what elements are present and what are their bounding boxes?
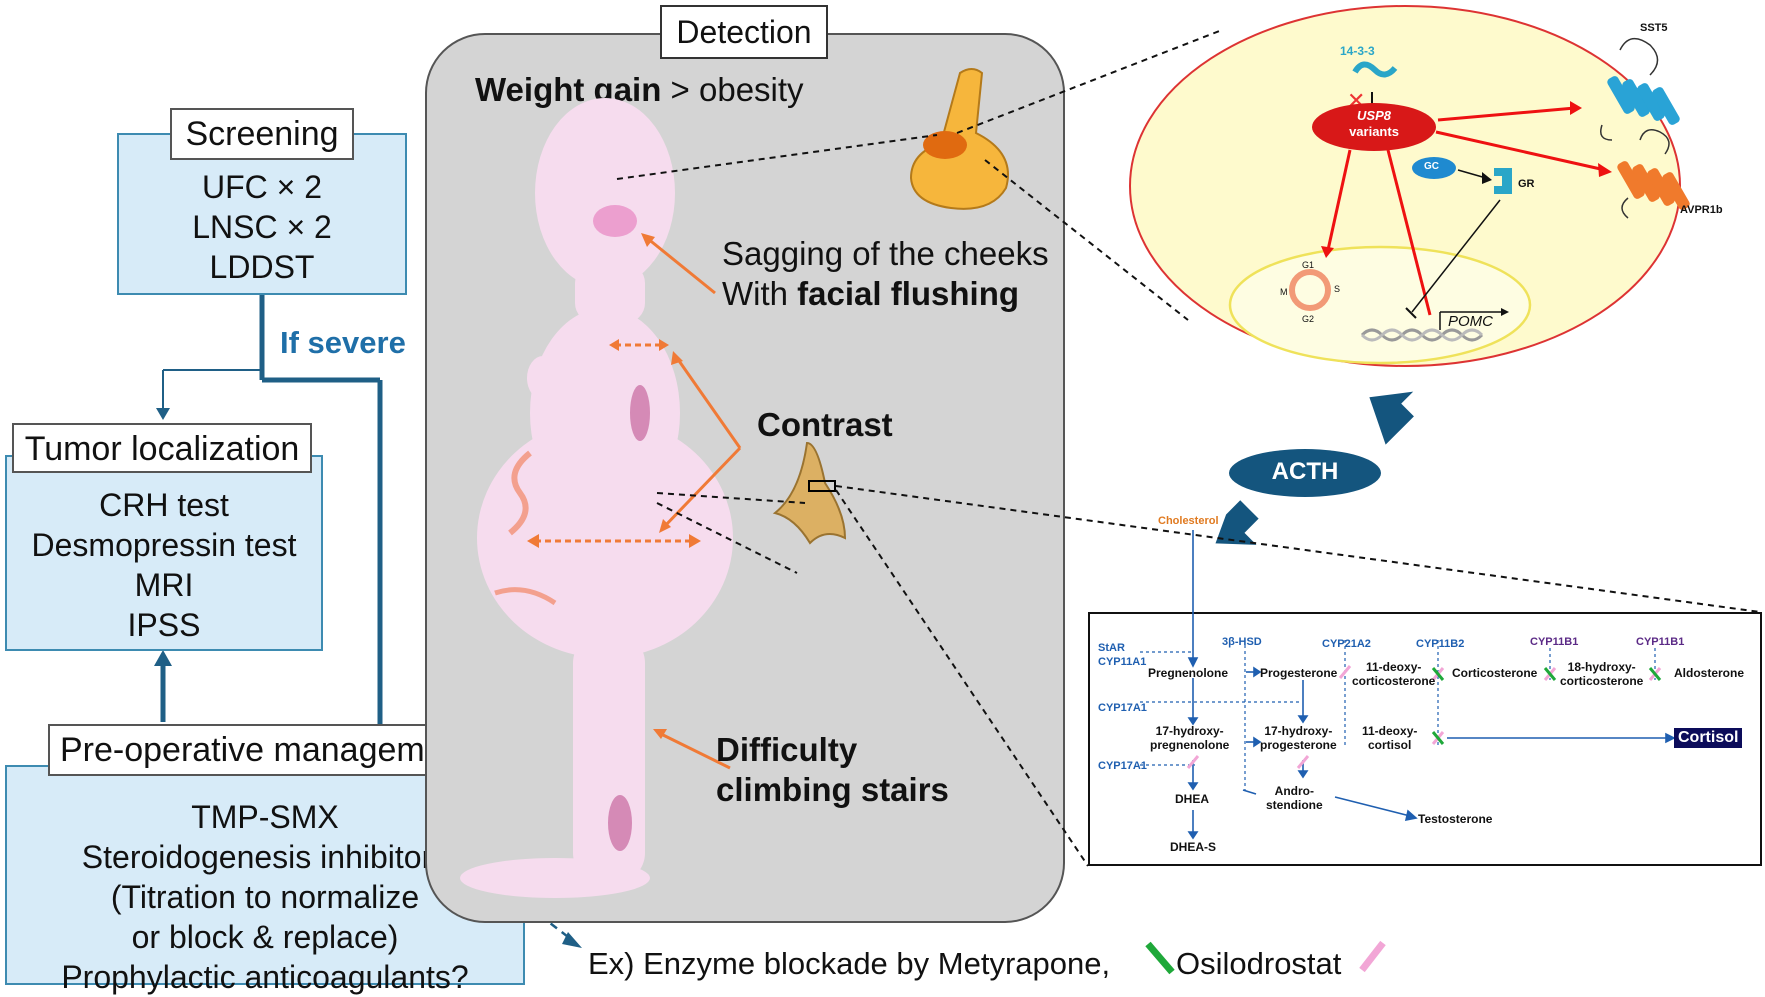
tumor-localization-panel: CRH test Desmopressin test MRI IPSS xyxy=(5,455,323,651)
hydroxyprogesterone-line1: 17-hydroxy- xyxy=(1264,724,1333,738)
deoxycortisol-line2: cortisol xyxy=(1368,738,1412,752)
hydroxycorticosterone-line1: 18-hydroxy- xyxy=(1567,660,1636,674)
androstendione-line1: Andro- xyxy=(1274,784,1314,798)
preop-item-inhibitors: Steroidogenesis inhibitors xyxy=(81,839,449,875)
weight-gain-rest: > obesity xyxy=(661,71,804,108)
enzyme-cyp11a1: CYP11A1 xyxy=(1098,656,1147,668)
weight-gain-label: Weight gain > obesity xyxy=(475,70,804,110)
cholesterol-label: Cholesterol xyxy=(1158,515,1219,527)
enzyme-note: Ex) Enzyme blockade by Metyrapone, xyxy=(588,946,1110,982)
enzyme-3b-hsd: 3β-HSD xyxy=(1222,636,1262,648)
stairs-line2: climbing stairs xyxy=(716,771,949,808)
pregnenolone: Pregnenolone xyxy=(1148,666,1229,680)
androstendione-line2: stendione xyxy=(1266,798,1323,812)
deoxycorticosterone-line2: corticosterone xyxy=(1352,674,1436,688)
contrast-label: Contrast xyxy=(757,406,893,443)
leg-spot xyxy=(608,795,632,851)
hydroxyprogesterone-line2: progesterone xyxy=(1260,738,1337,752)
s-label: S xyxy=(1334,284,1341,294)
androstendione: Andro- stendione xyxy=(1266,784,1323,812)
screening-item-lnsc: LNSC × 2 xyxy=(192,209,332,245)
enzyme-cyp11b1-a: CYP11B1 xyxy=(1530,636,1579,648)
aldosterone: Aldosterone xyxy=(1674,666,1745,680)
hydroxypregnenolone-line1: 17-hydroxy- xyxy=(1155,724,1224,738)
corticosterone: Corticosterone xyxy=(1452,666,1538,680)
steroidogenesis-box xyxy=(1088,612,1762,866)
tumor-item-ipss: IPSS xyxy=(127,607,201,643)
tumor-item-crh: CRH test xyxy=(99,487,229,523)
screening-panel: UFC × 2 LNSC × 2 LDDST xyxy=(117,133,407,295)
hydroxyprogesterone: 17-hydroxy- progesterone xyxy=(1260,724,1337,752)
deoxycortisol-line1: 11-deoxy- xyxy=(1362,724,1418,738)
stairs-line1: Difficulty xyxy=(716,731,858,768)
gc-label: GC xyxy=(1424,161,1439,172)
pomc-label: POMC xyxy=(1448,313,1493,330)
adrenal-gland xyxy=(772,441,847,545)
tumor-localization-title: Tumor localization xyxy=(12,423,312,473)
deoxycorticosterone-line1: 11-deoxy- xyxy=(1366,660,1422,674)
cheeks-line2-prefix: With xyxy=(722,275,798,312)
weight-gain-bold: Weight gain xyxy=(475,71,662,108)
cheeks-line2-bold: facial flushing xyxy=(797,275,1020,312)
detection-title: Detection xyxy=(660,5,828,59)
preop-item-block-replace: or block & replace) xyxy=(131,919,399,955)
enzyme-cyp17a1-b: CYP17A1 xyxy=(1098,760,1147,772)
deoxycortisol: 11-deoxy- cortisol xyxy=(1362,724,1417,752)
cheeks-line1: Sagging of the cheeks xyxy=(722,235,1049,272)
arm-spot xyxy=(630,385,650,441)
body-silhouette xyxy=(460,68,1009,898)
cheeks-label: Sagging of the cheeks With facial flushi… xyxy=(722,234,1049,314)
tumor-item-desmopressin: Desmopressin test xyxy=(31,527,297,563)
enzyme-note-prefix: Ex) Enzyme blockade by Metyrapone, xyxy=(588,946,1111,981)
hydroxypregnenolone-line2: pregnenolone xyxy=(1150,738,1230,752)
usp8-variants: variants xyxy=(1349,124,1399,139)
enzyme-note-osilodrostat: Osilodrostat xyxy=(1176,946,1342,981)
preoperative-title: Pre-operative management xyxy=(48,724,484,776)
preop-item-titration: (Titration to normalize xyxy=(110,879,420,915)
stairs-label: Difficulty climbing stairs xyxy=(716,730,949,810)
enzyme-cyp11b1-b: CYP11B1 xyxy=(1636,636,1685,648)
label-14-3-3: 14-3-3 xyxy=(1340,44,1375,58)
dhea-s: DHEA-S xyxy=(1170,840,1217,854)
enzyme-cyp17a1-a: CYP17A1 xyxy=(1098,702,1147,714)
enzyme-cyp11b2: CYP11B2 xyxy=(1416,638,1465,650)
acth-label: ACTH xyxy=(1271,458,1339,485)
hydroxypregnenolone: 17-hydroxy- pregnenolone xyxy=(1150,724,1229,752)
g2-label: G2 xyxy=(1302,314,1315,324)
tumor-item-mri: MRI xyxy=(134,567,194,603)
screening-item-ufc: UFC × 2 xyxy=(201,169,323,205)
dhea: DHEA xyxy=(1175,792,1210,806)
progesterone: Progesterone xyxy=(1260,666,1338,680)
usp8-name: USP8 xyxy=(1357,108,1391,123)
cheek-flush xyxy=(593,205,637,237)
screening-title: Screening xyxy=(170,108,354,160)
enzyme-cyp21a2: CYP21A2 xyxy=(1322,638,1371,650)
cortisol-badge: Cortisol xyxy=(1674,728,1743,748)
gr-label: GR xyxy=(1518,178,1535,190)
testosterone: Testosterone xyxy=(1418,812,1493,826)
if-severe-label: If severe xyxy=(280,325,406,360)
sst5-label: SST5 xyxy=(1640,22,1668,34)
preop-item-tmp-smx: TMP-SMX xyxy=(191,799,339,835)
avpr1b-label: AVPR1b xyxy=(1680,204,1723,216)
m-label: M xyxy=(1280,287,1288,297)
g1-label: G1 xyxy=(1302,260,1315,270)
deoxycorticosterone: 11-deoxy- corticosterone xyxy=(1352,660,1435,688)
usp8-variants-label: USP8 variants xyxy=(1312,108,1436,140)
enzyme-star: StAR xyxy=(1098,642,1125,654)
hydroxycorticosterone: 18-hydroxy- corticosterone xyxy=(1560,660,1643,688)
hydroxycorticosterone-line2: corticosterone xyxy=(1560,674,1644,688)
screening-item-lddst: LDDST xyxy=(209,249,315,285)
